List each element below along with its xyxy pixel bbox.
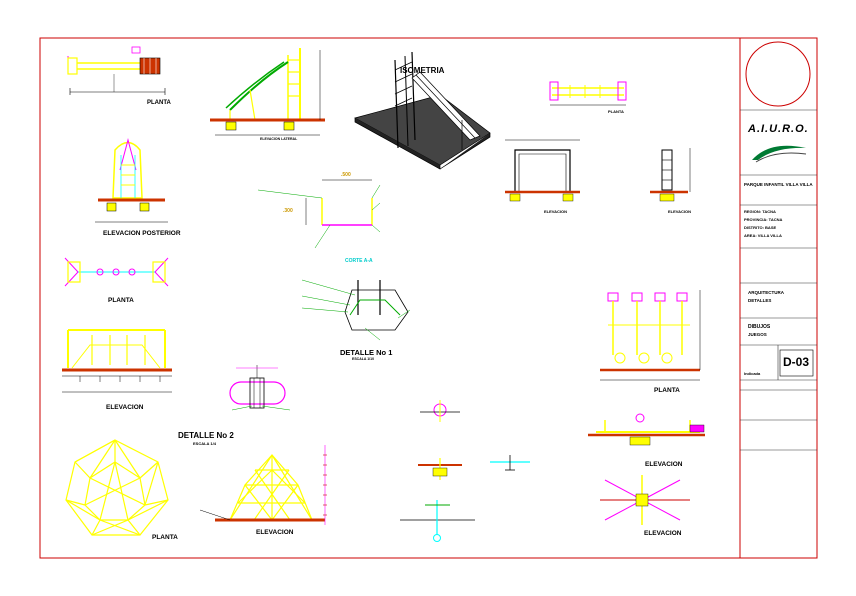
label-planta-right-mid: PLANTA: [654, 387, 680, 394]
dome-elevation: [199, 445, 327, 525]
dome-plan-view: [65, 439, 169, 536]
bar-elevation-b: [650, 148, 691, 202]
title-block-location-1: REGION: TACNA: [744, 209, 776, 214]
label-planta-right-top: PLANTA: [608, 109, 624, 114]
swing-elevation: [600, 290, 701, 381]
title-block-project: PARQUE INFANTIL VILLA VILLA: [744, 182, 813, 187]
label-planta-top: PLANTA: [147, 100, 171, 106]
slide-rear-elevation: [95, 138, 168, 223]
label-elevacion-right-b: ELEVACION: [668, 209, 692, 214]
logo-circle: [745, 41, 811, 107]
label-dim-300: .300: [283, 208, 293, 214]
title-block-dividers: [740, 109, 817, 451]
label-dim-500: .500: [341, 172, 351, 178]
slide-side-elevation: [210, 48, 325, 136]
label-detalle-1-scale: ESCALA 1/10: [352, 357, 375, 361]
seesaw-elevation: [62, 329, 172, 393]
label-elevacion-lateral: ELEVACION LATERAL: [260, 137, 298, 141]
anchor-detail-plan: [257, 179, 381, 249]
label-corte-aa: CORTE A-A: [345, 258, 373, 264]
bar-elevation-a: [505, 139, 580, 202]
small-detail-d: [400, 500, 475, 542]
spinner-elevation: [588, 413, 705, 446]
title-block-scale: Indicada: [744, 371, 761, 376]
small-detail-c: [490, 455, 530, 471]
title-block-drawing-title: DIBUJOS: [748, 324, 771, 330]
clamp-detail: [229, 365, 291, 411]
label-detalle-1: DETALLE No 1: [340, 348, 393, 357]
sheet-number-box: [779, 349, 814, 377]
label-detalle-2: DETALLE No 2: [178, 431, 234, 440]
title-block-frame: [739, 37, 818, 559]
label-planta-dome: PLANTA: [152, 534, 178, 541]
label-elevacion-posterior: ELEVACION POSTERIOR: [103, 230, 181, 237]
seesaw-plan-view: [64, 257, 169, 287]
title-block-location-4: AREA: VILLA VILLA: [744, 233, 782, 238]
label-elevacion-left: ELEVACION: [106, 404, 144, 411]
slide-plan-view: [67, 46, 166, 95]
label-elevacion-right-c: ELEVACION: [645, 461, 683, 468]
small-detail-b: [418, 458, 462, 480]
title-block-location-3: DISTRITO: BASE: [744, 225, 777, 230]
label-elevacion-right-d: ELEVACION: [644, 530, 682, 537]
label-isometria: ISOMETRIA: [400, 66, 445, 75]
anchor-section-view: [301, 279, 411, 341]
spinner-plan-view: [600, 475, 690, 525]
label-elevacion-right-a: ELEVACION: [544, 209, 568, 214]
label-detalle-2-scale: ESCALA 1/4: [193, 441, 216, 446]
title-block-specialty-sub: DETALLES: [748, 298, 772, 303]
title-block-firm: A.I.U.R.O.: [748, 123, 809, 135]
slide-isometric-view: [354, 51, 491, 170]
small-detail-a: [420, 400, 460, 422]
title-block-location-2: PROVINCIA: TACNA: [744, 217, 783, 222]
label-planta-left: PLANTA: [108, 297, 134, 304]
title-block-specialty: ARQUITECTURA: [748, 290, 784, 295]
title-block-sheet-number: D-03: [783, 355, 810, 369]
title-block-drawing-sub: JUEGOS: [748, 332, 767, 337]
bar-plan-view: [549, 81, 627, 106]
label-elevacion-dome: ELEVACION: [256, 529, 294, 536]
firm-logo-swoosh: [752, 145, 807, 163]
